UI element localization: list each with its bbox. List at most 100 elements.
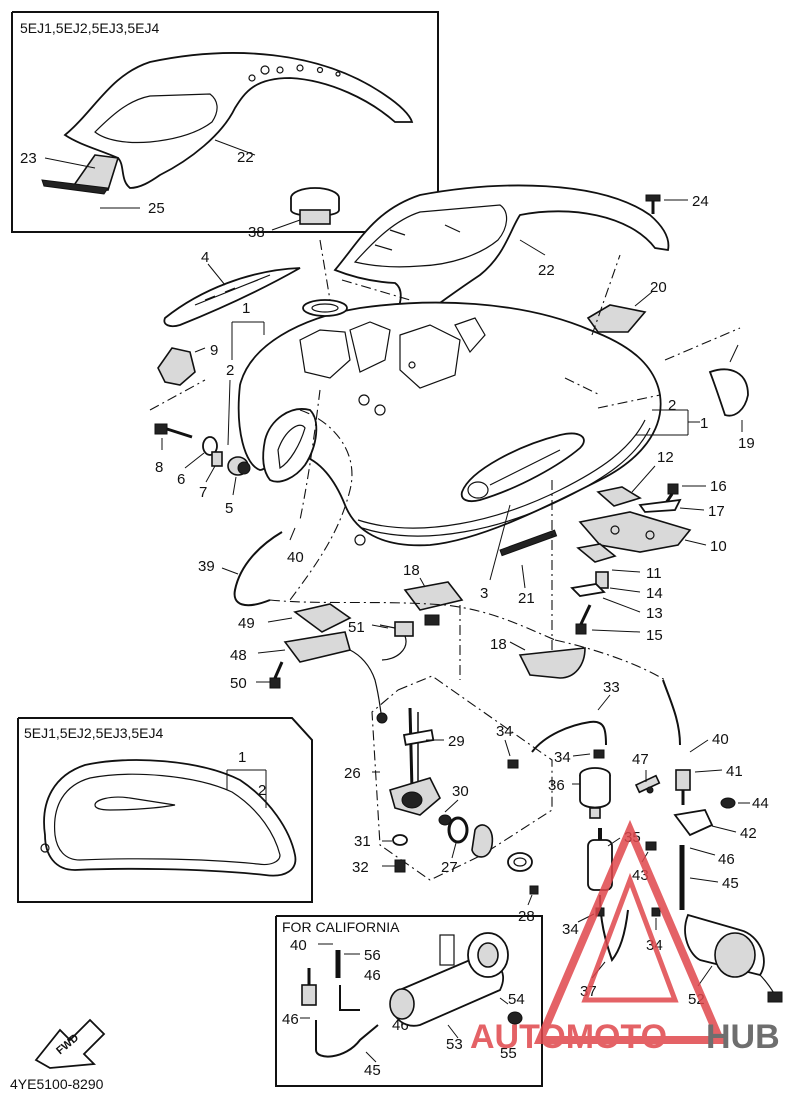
top-inset-title: 5EJ1,5EJ2,5EJ3,5EJ4 [20,20,160,36]
hose-33 [531,720,607,753]
callout-31: 31 [354,833,371,850]
bolt-8 [154,423,193,439]
callout-10: 10 [710,538,727,555]
callout-17: 17 [708,503,725,520]
canister-valve [301,968,317,1006]
callout-19: 19 [738,435,755,452]
callout-51: 51 [348,619,365,636]
callout-41: 41 [726,763,743,780]
callout-21: 21 [518,590,535,607]
washer-6 [202,436,218,456]
callout-18-upper: 18 [403,562,420,579]
charcoal-canister-53 [389,932,509,1027]
callout-48: 48 [230,647,247,664]
callout-2-left: 2 [226,362,234,379]
callout-39: 39 [198,558,215,575]
forward-direction-arrow: FWD [34,1018,106,1069]
valve-47 [634,774,661,794]
callout-44: 44 [752,795,769,812]
callout-34b: 34 [554,749,571,766]
callout-47: 47 [632,751,649,768]
bolt-15 [575,604,592,635]
watermark-text-automoto: AUTOMOTO [470,1018,667,1056]
rubber-plate-inset [70,154,120,191]
callout-1-inset: 1 [238,749,246,766]
o-ring-27 [447,816,469,844]
callout-32: 32 [352,859,369,876]
callout-26: 26 [344,765,361,782]
california-title: FOR CALIFORNIA [282,919,400,935]
clamp-43 [645,841,657,851]
fuel-pump-52 [684,913,783,1003]
callout-8: 8 [155,459,163,476]
filter-screen [471,824,494,858]
callout-34a: 34 [496,723,513,740]
fuel-cock-assembly [389,707,452,826]
callout-56: 56 [364,947,381,964]
callout-33: 33 [603,679,620,696]
top-inset-panel: 5EJ1,5EJ2,5EJ3,5EJ4 22 23 25 [11,11,439,233]
clamp-34a [507,759,519,769]
callout-1-right: 1 [700,415,708,432]
callout-9: 9 [210,342,218,359]
callout-2-right: 2 [668,397,676,414]
callout-38: 38 [248,224,265,241]
callout-45: 45 [722,875,739,892]
fuel-sender-51 [379,614,440,661]
callout-25: 25 [148,200,165,217]
callout-1-left: 1 [242,300,250,317]
callout-18-lower: 18 [490,636,507,653]
plate-48 [283,631,351,663]
clamp-34d [651,907,661,917]
left-inset-title: 5EJ1,5EJ2,5EJ3,5EJ4 [24,725,164,741]
clamp-34b [593,749,605,759]
sender-plate-49 [293,603,352,633]
watermark-text-hub: HUB [706,1018,780,1056]
side-cover-19 [708,368,749,417]
callout-22: 22 [538,262,555,279]
callout-46-ca2: 46 [282,1011,299,1028]
grommet-55 [507,1011,523,1025]
fuel-filter-36 [579,767,611,819]
callout-16: 16 [710,478,727,495]
tank-emblem-left [163,267,301,328]
breather-hose-39 [233,531,283,607]
screw-28 [529,885,539,895]
callout-23: 23 [20,150,37,167]
callout-13: 13 [646,605,663,622]
collar-14 [595,571,609,589]
callout-40-left: 40 [287,549,304,566]
damper-12 [596,486,642,507]
bracket-20 [586,304,647,333]
emblem-strip-inset [41,179,109,195]
fitting-41 [675,769,691,805]
callout-30: 30 [452,783,469,800]
watermark-triangle [533,819,727,1044]
screw-50 [269,661,284,689]
callout-42: 42 [740,825,757,842]
callout-2-inset: 2 [258,782,266,799]
callout-12: 12 [657,449,674,466]
callout-55: 55 [500,1045,517,1062]
callout-53: 53 [446,1036,463,1053]
callout-54: 54 [508,991,525,1008]
callout-29: 29 [448,733,465,750]
collar-7 [211,451,223,467]
bolt-32 [394,859,406,873]
callout-45-ca: 45 [364,1062,381,1079]
callout-36: 36 [548,777,565,794]
damper-5 [227,456,251,476]
screw-24 [645,194,661,214]
callout-34c: 34 [562,921,579,938]
callout-24: 24 [692,193,709,210]
tank-side-inset-illustration [43,759,297,877]
callout-5: 5 [225,500,233,517]
callout-14: 14 [646,585,663,602]
callout-3: 3 [480,585,488,602]
callout-22-inset: 22 [237,149,254,166]
washer-13 [570,583,606,597]
pad-18-lower [518,647,586,679]
callout-20: 20 [650,279,667,296]
callout-40-ca: 40 [290,937,307,954]
bracket-9 [157,347,196,386]
